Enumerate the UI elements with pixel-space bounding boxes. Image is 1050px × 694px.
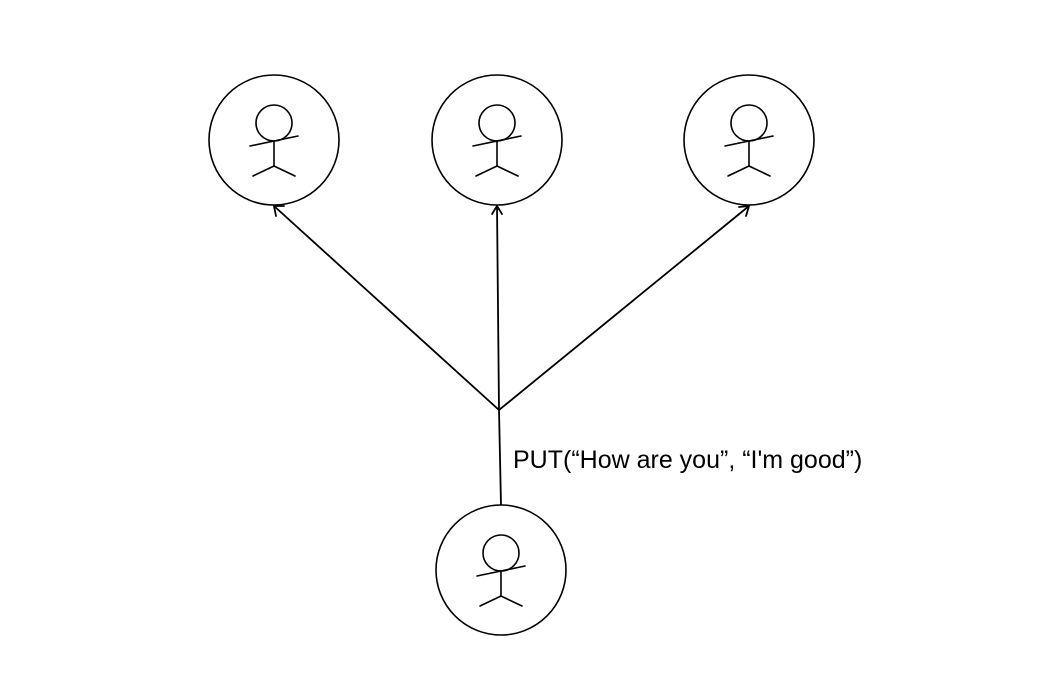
node-circle (431, 74, 563, 206)
message-label: PUT(“How are you”, “I'm good”) (513, 446, 862, 474)
edge-trunk (498, 409, 502, 506)
edge-to-receiver-1 (273, 205, 500, 411)
arrowhead-receiver-2 (491, 205, 503, 215)
arrowhead-receiver-3 (738, 205, 750, 217)
node-circle (208, 74, 340, 206)
node-receiver-3 (683, 74, 815, 206)
node-receiver-1 (208, 74, 340, 206)
edge-to-receiver-3 (498, 205, 750, 411)
edge-to-receiver-2 (496, 205, 500, 411)
node-circle (435, 504, 567, 636)
node-circle (683, 74, 815, 206)
arrowhead-receiver-1 (273, 205, 285, 217)
node-receiver-2 (431, 74, 563, 206)
node-sender (435, 504, 567, 636)
person-icon (249, 104, 299, 177)
person-icon (476, 534, 526, 607)
edges (273, 205, 750, 506)
person-icon (472, 104, 522, 177)
person-icon (724, 104, 774, 177)
